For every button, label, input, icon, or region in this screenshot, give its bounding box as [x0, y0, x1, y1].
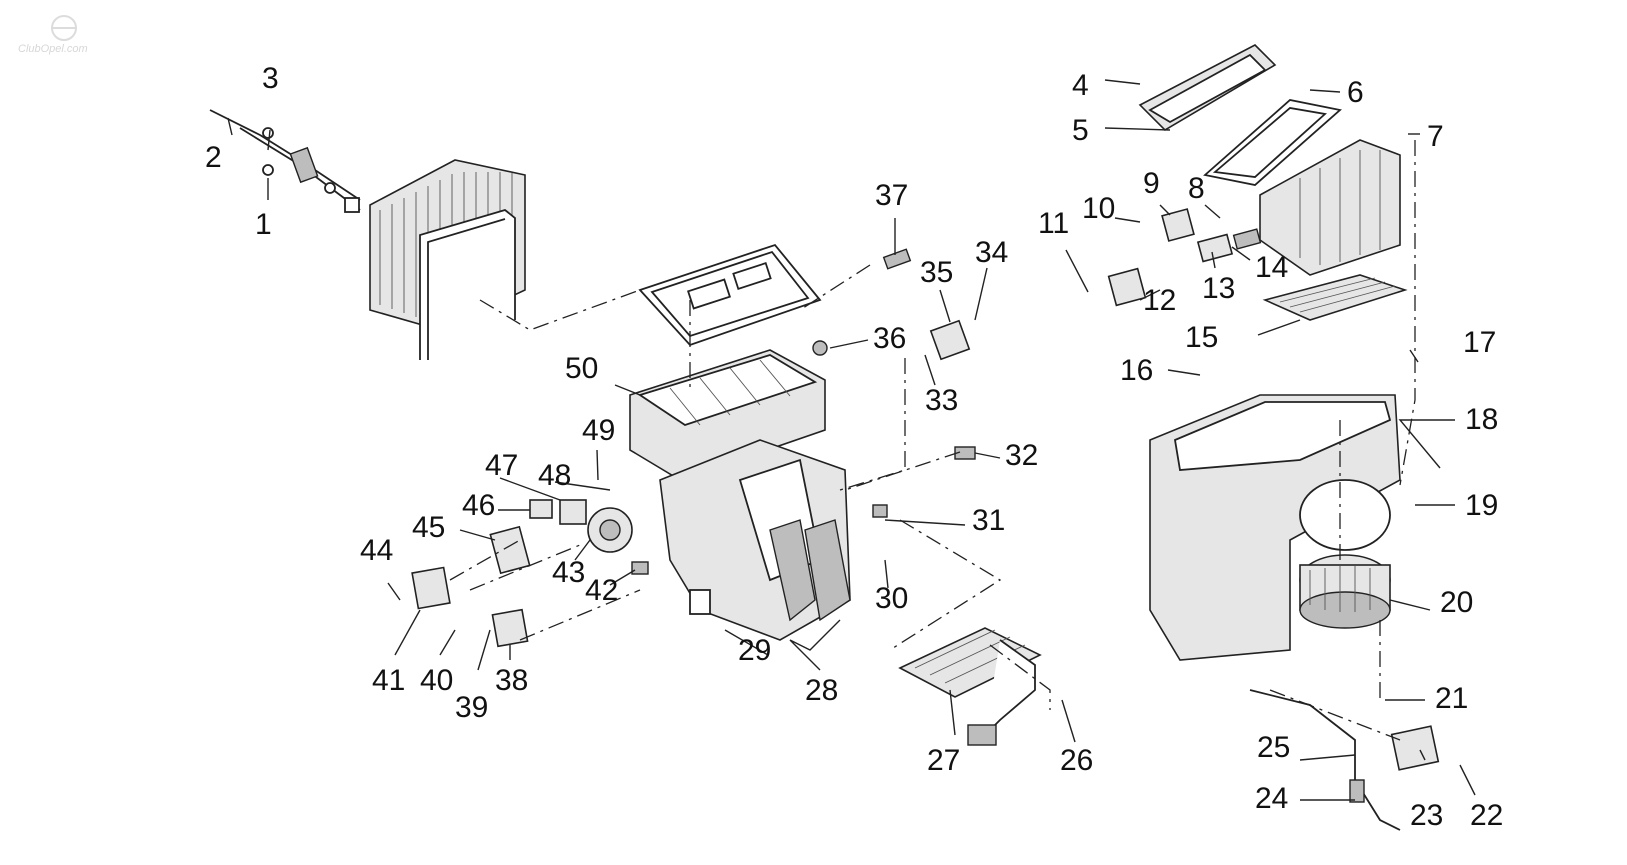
part-label-49: 49	[582, 414, 615, 447]
part-label-29: 29	[738, 634, 771, 667]
part-label-40: 40	[420, 664, 453, 697]
part-label-38: 38	[495, 664, 528, 697]
blower-housing	[1149, 394, 1401, 661]
part-label-34: 34	[975, 236, 1008, 269]
resistor-and-harness	[1249, 689, 1440, 831]
part-label-12: 12	[1143, 284, 1176, 317]
upper-case	[629, 349, 826, 481]
heater-core	[369, 159, 526, 360]
part-label-25: 25	[1257, 731, 1290, 764]
part-label-15: 15	[1185, 321, 1218, 354]
part-label-2: 2	[205, 141, 222, 174]
dash-leaders	[449, 140, 1416, 741]
part-label-31: 31	[972, 504, 1005, 537]
part-label-1: 1	[255, 208, 272, 241]
part-label-43: 43	[552, 556, 585, 589]
part-label-46: 46	[462, 489, 495, 522]
part-label-22: 22	[1470, 799, 1503, 832]
part-label-14: 14	[1255, 251, 1288, 284]
part-label-23: 23	[1410, 799, 1443, 832]
part-label-41: 41	[372, 664, 405, 697]
part-label-20: 20	[1440, 586, 1473, 619]
watermark-text: ClubOpel.com	[18, 43, 88, 55]
air-inlet-duct	[1138, 44, 1277, 132]
part-label-16: 16	[1120, 354, 1153, 387]
inlet-seal	[1203, 99, 1342, 186]
watermark-logo: ClubOpel.com	[18, 15, 88, 55]
part-label-30: 30	[875, 582, 908, 615]
part-label-6: 6	[1347, 76, 1364, 109]
heater-pipes	[209, 109, 361, 213]
label-leaders	[227, 79, 1476, 801]
blower-motor	[1299, 554, 1391, 629]
part-label-27: 27	[927, 744, 960, 777]
part-label-4: 4	[1072, 69, 1089, 102]
part-label-33: 33	[925, 384, 958, 417]
part-label-10: 10	[1082, 192, 1115, 225]
part-label-21: 21	[1435, 682, 1468, 715]
part-label-11: 11	[1038, 207, 1069, 240]
part-label-32: 32	[1005, 439, 1038, 472]
part-label-45: 45	[412, 511, 445, 544]
part-label-19: 19	[1465, 489, 1498, 522]
part-label-26: 26	[1060, 744, 1093, 777]
part-label-36: 36	[873, 322, 906, 355]
evaporator-core	[898, 627, 1042, 746]
part-labels: 1 2 3 4 5 6 7 8 9 10 11 12 13 14 15 16 1…	[205, 62, 1503, 832]
lower-case	[659, 439, 851, 641]
part-label-9: 9	[1143, 167, 1160, 200]
part-label-42: 42	[585, 574, 618, 607]
part-label-50: 50	[565, 352, 598, 385]
flap-motors	[1107, 208, 1262, 307]
part-label-17: 17	[1463, 326, 1496, 359]
part-label-13: 13	[1202, 272, 1235, 305]
part-label-37: 37	[875, 179, 908, 212]
part-label-39: 39	[455, 691, 488, 724]
part-label-7: 7	[1427, 120, 1444, 153]
gasket-seal	[638, 243, 822, 347]
part-label-24: 24	[1255, 782, 1288, 815]
part-label-18: 18	[1465, 403, 1498, 436]
part-label-35: 35	[920, 256, 953, 289]
pollen-filter	[1262, 274, 1408, 321]
part-label-5: 5	[1072, 114, 1089, 147]
part-label-3: 3	[262, 62, 279, 95]
part-label-48: 48	[538, 459, 571, 492]
part-label-47: 47	[485, 449, 518, 482]
actuator-small-parts	[411, 248, 976, 648]
part-label-28: 28	[805, 674, 838, 707]
part-label-44: 44	[360, 534, 393, 567]
part-label-8: 8	[1188, 172, 1205, 205]
